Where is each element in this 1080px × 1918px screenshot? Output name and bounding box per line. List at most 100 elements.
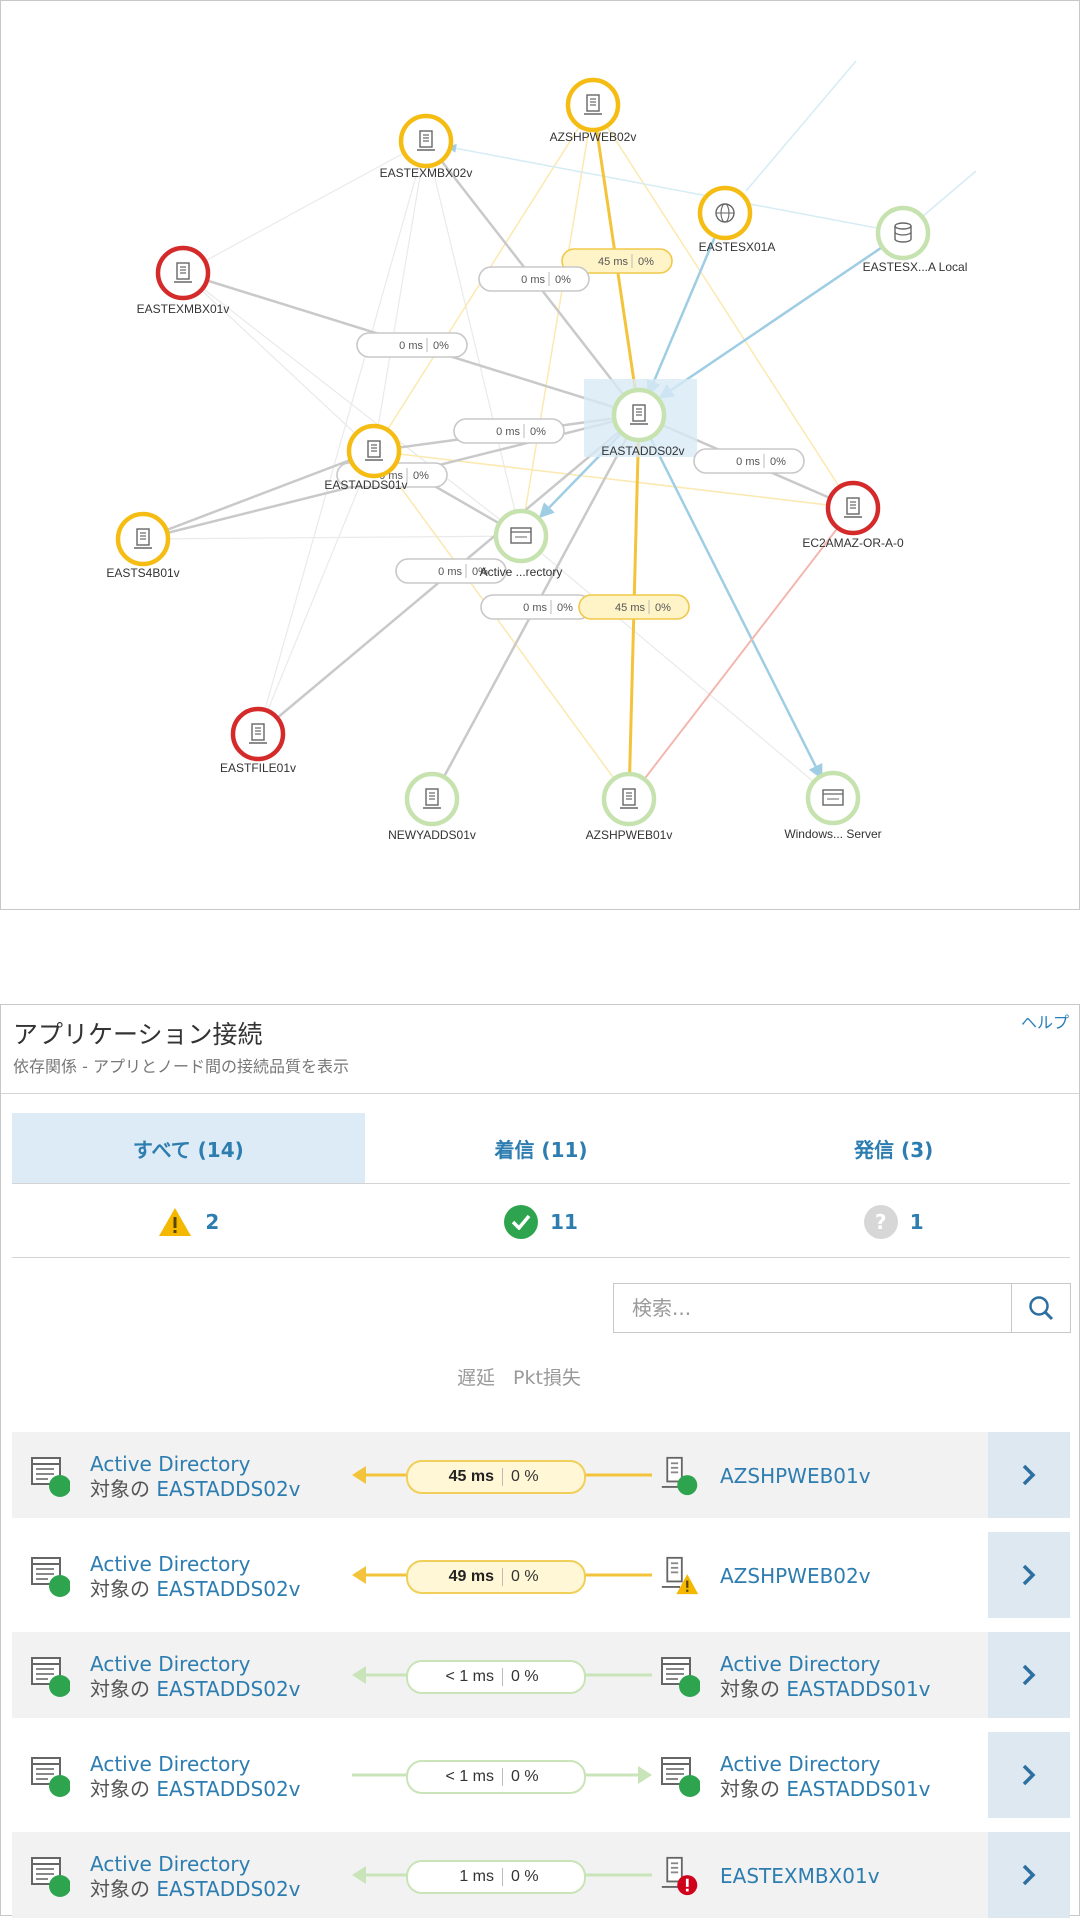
connection-flow: < 1 ms 0 % bbox=[352, 1760, 652, 1794]
server-icon bbox=[661, 1556, 699, 1595]
latency-column-header[interactable]: 遅延 bbox=[457, 1367, 496, 1389]
pill-latency: 0 ms bbox=[736, 456, 760, 468]
destination-node-link[interactable]: AZSHPWEB02v bbox=[720, 1564, 871, 1588]
link-metric-pill[interactable]: 0 ms 0% bbox=[693, 448, 805, 474]
tab-all[interactable]: すべて (14) bbox=[12, 1113, 365, 1183]
search-button[interactable] bbox=[1011, 1284, 1070, 1332]
source-app-link[interactable]: Active Directory bbox=[90, 1452, 251, 1476]
destination-app-link[interactable]: Active Directory bbox=[720, 1752, 881, 1776]
map-node-windowsserver[interactable]: Windows... Server bbox=[784, 770, 882, 841]
node-label: EASTEXMBX01v bbox=[137, 302, 230, 316]
map-node-eastesx01a[interactable]: EASTESX01A bbox=[697, 185, 776, 254]
destination-node-link[interactable]: AZSHPWEB01v bbox=[720, 1464, 871, 1488]
search-input[interactable] bbox=[614, 1284, 1011, 1332]
packet-loss-column-header[interactable]: Pkt損失 bbox=[513, 1367, 581, 1389]
source-on-label: 対象の bbox=[90, 1777, 157, 1801]
connection-row[interactable]: Active Directory 対象の EASTADDS02v 1 ms 0 … bbox=[12, 1832, 1070, 1918]
map-node-eastfile01v[interactable]: EASTFILE01v bbox=[220, 706, 296, 775]
application-icon bbox=[31, 1557, 70, 1597]
expand-row-button[interactable] bbox=[988, 1632, 1070, 1718]
source-app-link[interactable]: Active Directory bbox=[90, 1852, 251, 1876]
source-entity: Active Directory 対象の EASTADDS02v bbox=[90, 1852, 301, 1902]
map-node-azshpweb02v[interactable]: AZSHPWEB02v bbox=[550, 77, 637, 144]
map-node-eastadds02v[interactable]: EASTADDS02v bbox=[601, 387, 685, 458]
latency-value: < 1 ms bbox=[408, 1668, 503, 1686]
source-node-link[interactable]: EASTADDS02v bbox=[156, 1777, 301, 1801]
source-node-link[interactable]: EASTADDS02v bbox=[156, 1677, 301, 1701]
direction-tabs: すべて (14) 着信 (11) 発信 (3) bbox=[12, 1113, 1070, 1184]
server-icon bbox=[661, 1456, 698, 1496]
warning-icon bbox=[159, 1208, 192, 1236]
server-icon bbox=[584, 94, 602, 115]
connection-row[interactable]: Active Directory 対象の EASTADDS02v 45 ms 0… bbox=[12, 1432, 1070, 1518]
source-app-link[interactable]: Active Directory bbox=[90, 1652, 251, 1676]
ok-status-icon bbox=[679, 1775, 700, 1797]
destination-app-link[interactable]: Active Directory bbox=[720, 1652, 881, 1676]
chevron-right-icon bbox=[1022, 1464, 1036, 1486]
column-headers: 遅延 Pkt損失 bbox=[457, 1363, 581, 1390]
application-icon bbox=[31, 1457, 70, 1497]
globe-icon bbox=[715, 203, 735, 223]
ok-status-icon bbox=[49, 1675, 70, 1697]
node-label: EASTADDS02v bbox=[601, 444, 684, 458]
pill-loss: 0% bbox=[413, 470, 429, 482]
map-node-ec2amaz[interactable]: EC2AMAZ-OR-A-0 bbox=[802, 480, 904, 550]
destination-node-link[interactable]: EASTADDS01v bbox=[786, 1677, 931, 1701]
node-label: EASTADDS01v bbox=[324, 478, 407, 492]
warning-count-filter[interactable]: 2 bbox=[12, 1187, 365, 1257]
pill-loss: 0% bbox=[770, 456, 786, 468]
expand-row-button[interactable] bbox=[988, 1732, 1070, 1818]
map-node-newyadds01v[interactable]: NEWYADDS01v bbox=[388, 771, 476, 842]
ok-status-icon bbox=[49, 1775, 70, 1797]
unknown-icon: ? bbox=[863, 1205, 898, 1239]
source-node-link[interactable]: EASTADDS02v bbox=[156, 1477, 301, 1501]
connection-row[interactable]: Active Directory 対象の EASTADDS02v < 1 ms … bbox=[12, 1732, 1070, 1818]
connection-flow: 1 ms 0 % bbox=[352, 1860, 652, 1894]
map-node-eastesxlocal[interactable]: EASTESX...A Local bbox=[863, 205, 968, 274]
map-node-easts4b01v[interactable]: EASTS4B01v bbox=[106, 511, 180, 580]
expand-row-button[interactable] bbox=[988, 1532, 1070, 1618]
connection-flow: 49 ms 0 % bbox=[352, 1560, 652, 1594]
server-icon bbox=[365, 440, 383, 461]
chevron-right-icon bbox=[1022, 1864, 1036, 1886]
destination-node-link[interactable]: EASTADDS01v bbox=[786, 1777, 931, 1801]
server-icon bbox=[134, 528, 152, 549]
source-node-link[interactable]: EASTADDS02v bbox=[156, 1877, 301, 1901]
pill-loss: 0% bbox=[530, 426, 546, 438]
help-link[interactable]: ヘルプ bbox=[1020, 1013, 1069, 1032]
source-node-link[interactable]: EASTADDS02v bbox=[156, 1577, 301, 1601]
map-node-eastadds01v[interactable]: EASTADDS01v bbox=[324, 423, 408, 492]
connection-row[interactable]: Active Directory 対象の EASTADDS02v 49 ms 0… bbox=[12, 1532, 1070, 1618]
connection-row[interactable]: Active Directory 対象の EASTADDS02v < 1 ms … bbox=[12, 1632, 1070, 1718]
packet-loss-value: 0 % bbox=[511, 1468, 539, 1485]
map-node-eastexmbx02v[interactable]: EASTEXMBX02v bbox=[380, 113, 473, 180]
application-icon bbox=[31, 1657, 70, 1697]
expand-row-button[interactable] bbox=[988, 1832, 1070, 1918]
destination-node-link[interactable]: EASTEXMBX01v bbox=[720, 1864, 880, 1888]
ok-status-icon bbox=[49, 1875, 70, 1897]
connection-metric-pill: 1 ms 0 % bbox=[406, 1860, 586, 1894]
map-node-azshpweb01v[interactable]: AZSHPWEB01v bbox=[586, 771, 673, 842]
ok-count-filter[interactable]: 11 bbox=[365, 1187, 718, 1257]
expand-row-button[interactable] bbox=[988, 1432, 1070, 1518]
tab-outgoing[interactable]: 発信 (3) bbox=[854, 1137, 934, 1162]
pill-latency: 0 ms bbox=[523, 602, 547, 614]
map-node-activedirectory[interactable]: Active ...rectory bbox=[480, 508, 563, 579]
source-app-link[interactable]: Active Directory bbox=[90, 1752, 251, 1776]
node-label: AZSHPWEB02v bbox=[550, 130, 637, 144]
application-icon bbox=[822, 789, 844, 806]
destination-entity: Active Directory 対象の EASTADDS01v bbox=[720, 1652, 931, 1702]
tab-incoming[interactable]: 着信 (11) bbox=[494, 1137, 588, 1162]
unknown-count-filter[interactable]: ? 1 bbox=[717, 1187, 1070, 1257]
pill-latency: 0 ms bbox=[399, 340, 423, 352]
source-app-link[interactable]: Active Directory bbox=[90, 1552, 251, 1576]
map-node-eastexmbx01v[interactable]: EASTEXMBX01v bbox=[137, 245, 230, 316]
